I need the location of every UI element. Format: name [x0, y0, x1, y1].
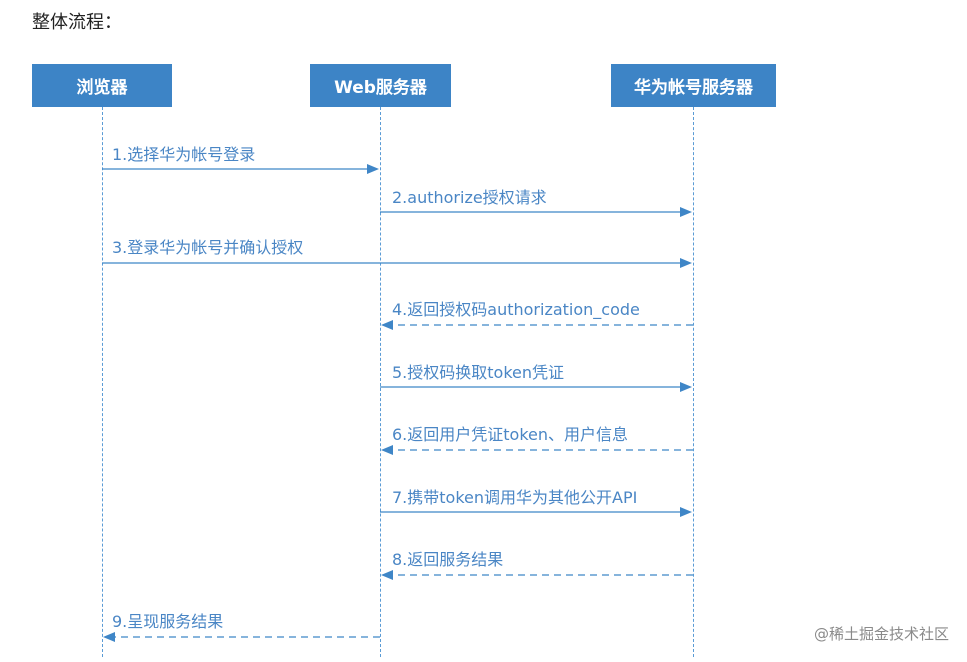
message-arrowhead-4 [381, 320, 393, 330]
lifeline-huawei-account-server [693, 107, 694, 657]
actor-browser: 浏览器 [32, 64, 172, 107]
message-arrowhead-5 [680, 382, 692, 392]
message-arrowhead-1 [367, 164, 379, 174]
message-arrowhead-9 [103, 632, 115, 642]
message-arrowhead-6 [381, 445, 393, 455]
message-label-8: 8.返回服务结果 [392, 550, 504, 569]
actor-huawei-account-server: 华为帐号服务器 [611, 64, 776, 107]
message-label-3: 3.登录华为帐号并确认授权 [112, 238, 304, 257]
message-label-5: 5.授权码换取token凭证 [392, 363, 565, 382]
message-arrowhead-2 [680, 207, 692, 217]
message-label-2: 2.authorize授权请求 [392, 188, 547, 207]
message-arrowhead-7 [680, 507, 692, 517]
message-arrowhead-3 [680, 258, 692, 268]
watermark: @稀土掘金技术社区 [813, 625, 949, 643]
message-label-9: 9.呈现服务结果 [112, 612, 224, 631]
actor-web-server: Web服务器 [310, 64, 451, 107]
message-label-7: 7.携带token调用华为其他公开API [392, 488, 638, 507]
lifeline-web-server [380, 107, 381, 657]
message-arrowhead-8 [381, 570, 393, 580]
lifeline-browser [102, 107, 103, 657]
message-label-4: 4.返回授权码authorization_code [392, 300, 640, 319]
page-heading: 整体流程： [32, 12, 122, 33]
message-label-1: 1.选择华为帐号登录 [112, 145, 256, 164]
message-label-6: 6.返回用户凭证token、用户信息 [392, 425, 629, 444]
